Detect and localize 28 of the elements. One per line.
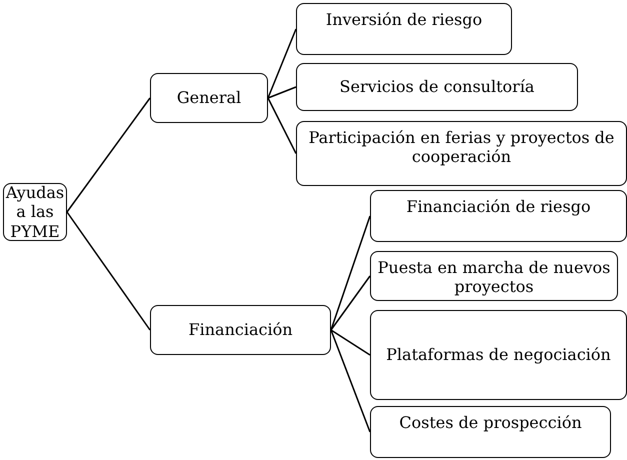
node-label: Plataformas de negociación	[386, 345, 611, 365]
text-box	[370, 190, 627, 242]
text-box	[296, 121, 627, 186]
connector-line	[66, 98, 151, 212]
connector-line	[267, 98, 297, 154]
text-box	[296, 63, 578, 111]
connector-line	[66, 212, 151, 330]
text-box	[150, 73, 268, 123]
node-label: Financiación	[188, 320, 292, 340]
connector-line	[330, 330, 371, 432]
text-box	[296, 3, 512, 55]
text-box	[370, 406, 611, 458]
connector-line	[330, 276, 371, 330]
node-label: Participación en ferias y proyectos de cooperación	[308, 128, 616, 166]
node-label: Financiación de riesgo	[406, 197, 591, 216]
text-box	[370, 310, 627, 400]
node-label: Costes de prospección	[399, 413, 582, 432]
text-box	[370, 251, 618, 301]
connector-line	[330, 216, 371, 330]
connector-line	[267, 28, 297, 98]
node-label: Puesta en marcha de nuevos proyectos	[376, 258, 612, 296]
text-box	[150, 305, 331, 355]
connector-line	[268, 86, 296, 99]
node-label: Inversión de riesgo	[326, 10, 482, 30]
connector-line	[330, 329, 370, 356]
node-label: General	[176, 88, 242, 108]
node-label: Ayudas a las PYME	[6, 183, 64, 241]
node-label: Servicios de consultoría	[340, 77, 534, 97]
